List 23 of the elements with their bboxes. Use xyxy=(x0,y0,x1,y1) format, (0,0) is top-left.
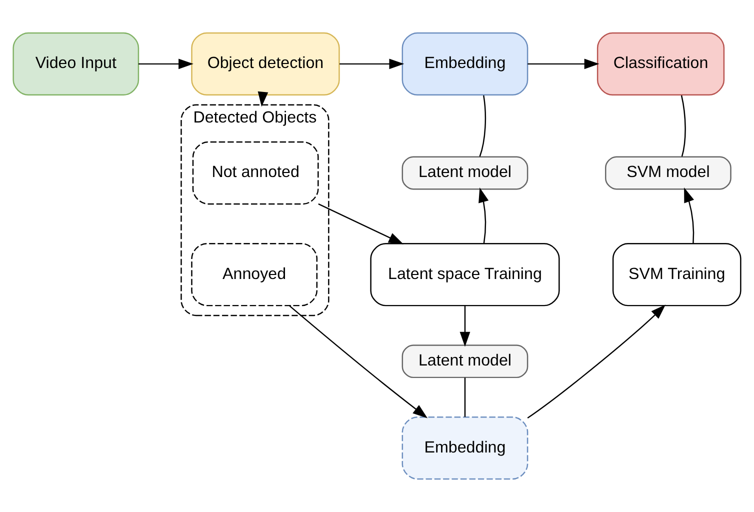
node-box: SVM Training xyxy=(612,243,742,306)
node-box: Video Input xyxy=(12,32,140,96)
node-box: Latent model xyxy=(402,344,528,378)
arrow xyxy=(318,203,404,244)
node-box: Classification xyxy=(596,32,725,96)
arrow xyxy=(528,58,600,70)
node-box: Annoyed xyxy=(191,243,318,306)
arrow xyxy=(138,58,194,70)
connector xyxy=(464,378,466,417)
arrow xyxy=(527,304,666,419)
node-box: Not annoted xyxy=(192,141,319,205)
node-box: SVM model xyxy=(605,156,732,190)
arrow xyxy=(460,306,470,347)
arrow xyxy=(340,58,404,70)
node-box: Embedding xyxy=(402,416,528,480)
node-box: Embedding xyxy=(402,32,528,96)
node-box: Latent model xyxy=(402,156,528,190)
connector xyxy=(680,95,686,157)
arrow xyxy=(684,188,694,244)
arrow xyxy=(258,91,268,107)
arrow xyxy=(478,187,489,244)
node-box: Latent space Training xyxy=(370,243,560,306)
connector xyxy=(479,95,486,157)
